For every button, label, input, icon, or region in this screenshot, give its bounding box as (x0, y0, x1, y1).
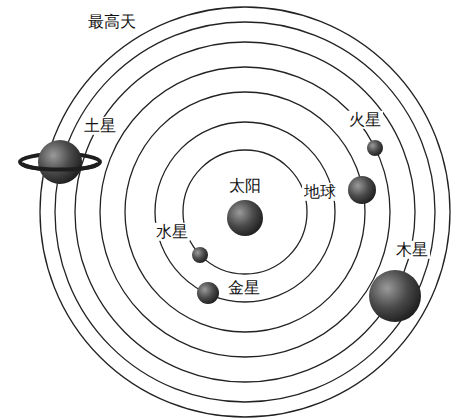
orbits (40, 7, 450, 417)
orbit (55, 22, 435, 402)
planet-label: 火星 (347, 111, 383, 129)
orbit (125, 92, 365, 332)
saturn (20, 140, 100, 184)
sphere-label: 最高天 (86, 13, 138, 31)
orbit (183, 150, 307, 274)
saturn-ring-front (22, 164, 98, 170)
mars (367, 140, 383, 156)
planet-label: 金星 (226, 279, 262, 297)
planet-label: 木星 (394, 241, 430, 259)
planet-label: 水星 (154, 223, 190, 241)
orbit (100, 67, 390, 357)
orbit (75, 42, 415, 382)
planet-label: 地球 (302, 183, 338, 201)
sun-label: 太阳 (227, 177, 263, 195)
earth (348, 176, 376, 204)
planet-label: 土星 (82, 117, 118, 135)
venus (197, 282, 219, 304)
sun (227, 200, 263, 236)
mercury (192, 247, 208, 263)
jupiter (369, 270, 421, 322)
saturn-body (38, 140, 82, 184)
orbit (155, 122, 335, 302)
orbit (40, 7, 450, 417)
